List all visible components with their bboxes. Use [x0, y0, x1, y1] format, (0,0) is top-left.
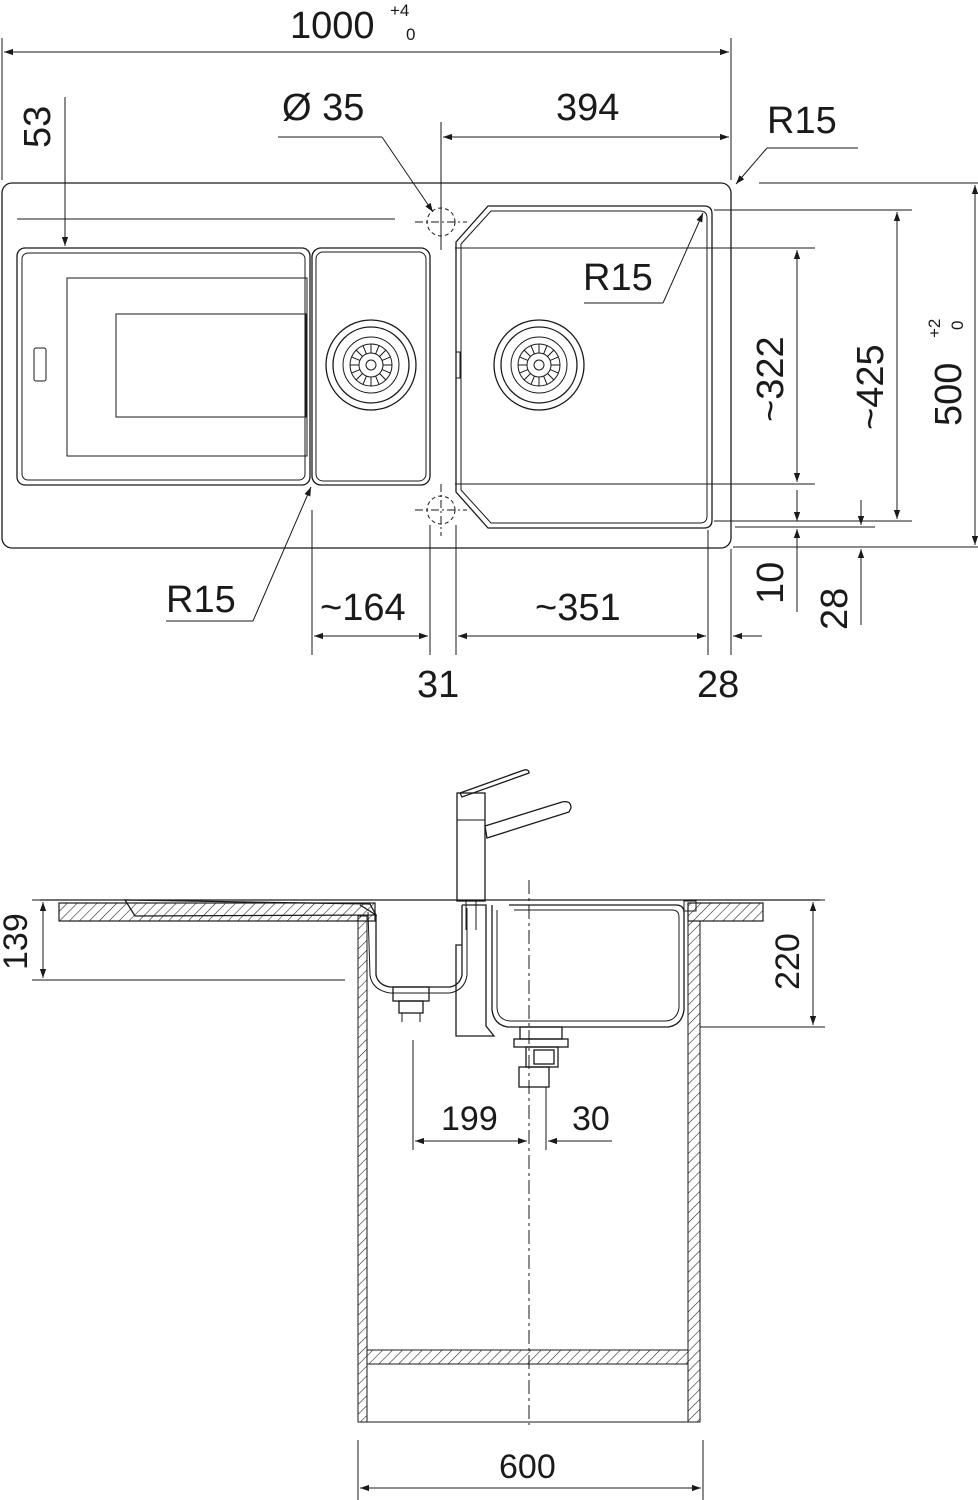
- strainer-spoke: [351, 356, 361, 361]
- strainer-spoke: [355, 349, 363, 357]
- dim-corner-r-left: R15: [166, 579, 236, 621]
- side-view: 139 220 199 30 600: [0, 769, 825, 1500]
- dim-inner-depth: ~425: [850, 344, 892, 430]
- dim-depth-main: 500: [928, 363, 970, 426]
- dim-waste-offset-left: 199: [441, 1100, 498, 1138]
- cabinet-base: [366, 1349, 689, 1365]
- dim-divider-width: 31: [417, 664, 459, 706]
- strainer-spoke: [523, 373, 531, 381]
- strainer-spoke: [381, 356, 391, 361]
- strainer-spoke: [543, 345, 548, 355]
- strainer-small: [325, 319, 417, 411]
- drainer: [16, 247, 311, 486]
- cabinet-wall-left: [357, 915, 368, 1423]
- top-view: 1000 +4 0 53 Ø 35 394 R15 R15 R15: [1, 1, 978, 706]
- dim-large-bowl-width: ~351: [535, 587, 621, 629]
- strainer-spoke: [355, 373, 363, 381]
- dim-front-rim: 10: [750, 562, 792, 604]
- faucet-shape: [456, 769, 572, 930]
- dim-drainer-offset: 53: [17, 106, 59, 148]
- dim-width-tol-plus: +4: [390, 1, 409, 20]
- strainer-spoke: [362, 345, 367, 355]
- strainer-spoke: [530, 375, 535, 385]
- strainer-spoke: [547, 349, 555, 357]
- dim-tap-hole: Ø 35: [282, 87, 364, 129]
- strainer-spoke: [375, 375, 380, 385]
- strainer-spoke: [549, 369, 559, 374]
- tap-hole-marker-bottom: [415, 484, 467, 536]
- dim-right-rim: 28: [697, 664, 739, 706]
- strainer-spoke: [351, 369, 361, 374]
- strainer-spoke: [530, 345, 535, 355]
- strainer-spoke: [523, 349, 531, 357]
- waste-assembly: [513, 1026, 569, 1088]
- worktop-left: [58, 902, 376, 922]
- dim-small-bowl-width: ~164: [320, 587, 406, 629]
- dim-width-tol-minus: 0: [406, 25, 415, 44]
- large-bowl: [455, 205, 713, 529]
- strainer-large: [493, 319, 585, 411]
- strainer-spoke: [362, 375, 367, 385]
- cabinet-wall-right: [687, 920, 701, 1423]
- dim-drainer-height: 139: [0, 913, 35, 970]
- dim-corner-r-inner: R15: [583, 257, 653, 299]
- strainer-spoke: [519, 356, 529, 361]
- dim-width-main: 1000: [290, 5, 375, 47]
- strainer-spoke: [519, 369, 529, 374]
- dim-cabinet-width: 600: [499, 1448, 556, 1486]
- dim-depth-tol-plus: +2: [925, 319, 944, 338]
- strainer-spoke: [379, 373, 387, 381]
- strainer-spoke: [547, 373, 555, 381]
- strainer-spoke: [543, 375, 548, 385]
- strainer-spoke: [381, 369, 391, 374]
- dim-bowl-depth: ~322: [750, 336, 792, 422]
- dim-waste-offset-right: 30: [572, 1100, 610, 1138]
- dim-front-rim-total: 28: [814, 588, 856, 630]
- sink-outline: [1, 182, 732, 549]
- small-bowl: [311, 247, 431, 486]
- dim-corner-r-top: R15: [767, 100, 837, 142]
- worktop-right: [687, 902, 764, 922]
- strainer-spoke: [549, 356, 559, 361]
- strainer-spoke: [379, 349, 387, 357]
- strainer-spoke: [375, 345, 380, 355]
- dim-bowl-height: 220: [769, 933, 807, 990]
- dim-main-bowl-width: 394: [556, 87, 619, 129]
- dim-depth-tol-minus: 0: [948, 321, 967, 330]
